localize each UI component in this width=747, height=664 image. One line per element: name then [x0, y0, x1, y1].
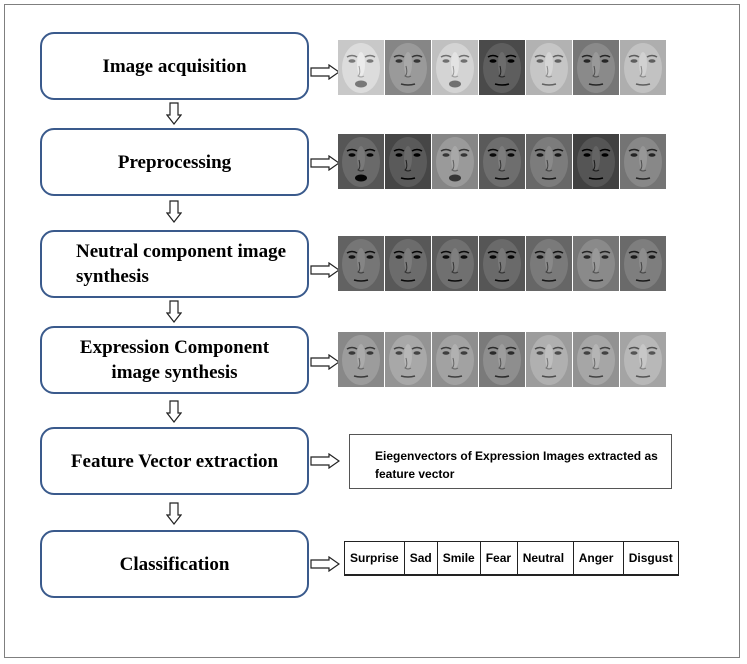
face-image	[573, 134, 619, 189]
right-arrow-icon	[310, 453, 340, 469]
expression-component-face-images	[338, 332, 666, 387]
face-image	[573, 40, 619, 95]
face-image	[432, 236, 478, 291]
face-image	[338, 332, 384, 387]
figure-frame	[4, 4, 740, 658]
step-neutral-component-synthesis: Neutral component image synthesis	[40, 230, 309, 298]
down-arrow-icon	[166, 502, 182, 525]
step-label: Neutral component image synthesis	[76, 241, 287, 287]
face-image	[620, 40, 666, 95]
neutral-component-face-images	[338, 236, 666, 291]
face-image	[385, 134, 431, 189]
down-arrow-icon	[166, 400, 182, 423]
face-image	[620, 332, 666, 387]
class-cell: Surprise	[344, 541, 405, 576]
feature-vector-text: Eiegenvectors of Expression Images extra…	[375, 449, 658, 481]
face-image	[338, 236, 384, 291]
face-image	[526, 332, 572, 387]
right-arrow-icon	[310, 354, 340, 370]
class-cell: Smile	[436, 541, 481, 576]
step-preprocessing: Preprocessing	[40, 128, 309, 196]
face-image	[432, 134, 478, 189]
face-image	[620, 236, 666, 291]
preprocessed-face-images	[338, 134, 666, 189]
face-image	[385, 236, 431, 291]
right-arrow-icon	[310, 556, 340, 572]
step-expression-component-synthesis: Expression Component image synthesis	[40, 326, 309, 394]
acquired-face-images	[338, 40, 666, 95]
step-label: Classification	[119, 553, 230, 575]
face-image	[385, 40, 431, 95]
face-image	[385, 332, 431, 387]
step-label: Feature Vector extraction	[70, 450, 279, 472]
down-arrow-icon	[166, 200, 182, 223]
face-image	[573, 236, 619, 291]
right-arrow-icon	[310, 155, 340, 171]
down-arrow-icon	[166, 300, 182, 323]
step-image-acquisition: Image acquisition	[40, 32, 309, 100]
class-cell: Disgust	[622, 541, 679, 576]
step-label: Image acquisition	[102, 55, 247, 77]
face-image	[620, 134, 666, 189]
right-arrow-icon	[310, 64, 340, 80]
face-image	[526, 40, 572, 95]
down-arrow-icon	[166, 102, 182, 125]
class-cell: Anger	[572, 541, 624, 576]
face-image	[479, 332, 525, 387]
face-image	[432, 332, 478, 387]
face-image	[479, 134, 525, 189]
face-image	[573, 332, 619, 387]
face-image	[432, 40, 478, 95]
step-feature-vector-extraction: Feature Vector extraction	[40, 427, 309, 495]
class-cell: Neutral	[516, 541, 574, 576]
step-label: Expression Component image synthesis	[79, 337, 270, 383]
step-label: Preprocessing	[117, 151, 232, 173]
right-arrow-icon	[310, 262, 340, 278]
face-image	[526, 134, 572, 189]
class-cell: Sad	[403, 541, 438, 576]
face-image	[338, 40, 384, 95]
face-image	[479, 40, 525, 95]
face-image	[479, 236, 525, 291]
feature-vector-description: Eiegenvectors of Expression Images extra…	[349, 434, 672, 489]
face-image	[338, 134, 384, 189]
step-classification: Classification	[40, 530, 309, 598]
face-image	[526, 236, 572, 291]
class-cell: Fear	[479, 541, 518, 576]
